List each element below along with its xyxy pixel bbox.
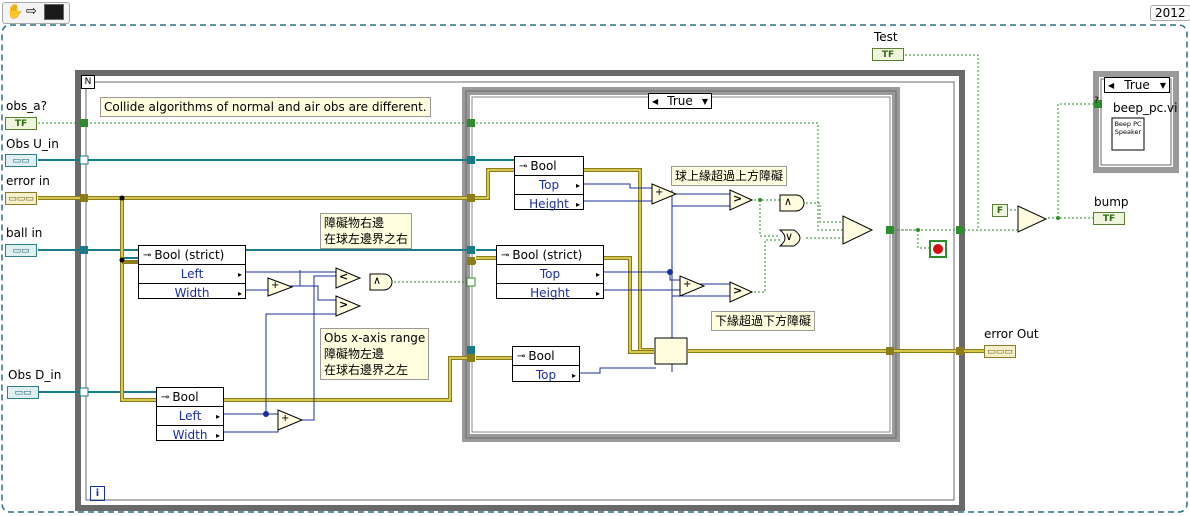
key-icon: ⊸ xyxy=(143,249,152,261)
highlight-icon[interactable] xyxy=(44,4,64,20)
and-node-2 xyxy=(779,194,805,212)
case-dropdown-icon[interactable]: ▼ xyxy=(701,96,708,106)
unbundle-obs-u[interactable]: ⊸Bool Top Height xyxy=(514,156,584,213)
add-glyph-2: + xyxy=(281,413,290,424)
beep-vi-label: beep_pc.vi xyxy=(1113,101,1178,115)
unbundle-obs-d-inner[interactable]: ⊸Bool Top xyxy=(512,346,580,382)
or-glyph: ∨ xyxy=(785,230,794,243)
key-icon: ⊸ xyxy=(517,350,526,362)
beep-case-selector[interactable]: ◀ True ▼ xyxy=(1104,77,1170,93)
outer-case-frame xyxy=(75,70,965,511)
arrow-icon[interactable]: ⇨ xyxy=(26,4,37,19)
select-node-1 xyxy=(842,215,874,245)
unbundle-width[interactable]: Width xyxy=(157,426,223,444)
unbundle-top[interactable]: Top xyxy=(515,176,583,195)
ball-in-label: ball in xyxy=(6,226,43,240)
comment-right-edge: 障礙物右邊 在球左邊界之右 xyxy=(320,213,413,249)
obs-u-label: Obs U_in xyxy=(6,137,59,151)
beep-case-frame xyxy=(1093,71,1179,173)
compare-nodes xyxy=(335,189,754,317)
inner-case-tunnels xyxy=(466,119,476,362)
false-constant[interactable]: F xyxy=(992,204,1008,217)
comment-right-edge-line2: 在球左邊界之右 xyxy=(324,232,409,246)
ball-in-terminal[interactable]: ▭▭ xyxy=(5,244,37,257)
bump-terminal[interactable]: TF xyxy=(1093,212,1125,225)
error-out-terminal[interactable]: ▭▭▭ xyxy=(984,345,1016,358)
unbundle-height[interactable]: Height xyxy=(515,195,583,213)
key-icon: ⊸ xyxy=(501,249,510,261)
comment-bottom-over: 下緣超過下方障礙 xyxy=(711,311,816,331)
obs-d-terminal[interactable]: ▭▭ xyxy=(7,386,39,399)
and-glyph-1: ∧ xyxy=(373,274,382,287)
add-glyph-3: + xyxy=(655,187,664,198)
info-icon[interactable]: i xyxy=(90,486,105,501)
key-icon: ⊸ xyxy=(519,160,528,172)
key-icon: ⊸ xyxy=(161,391,170,403)
outer-case-selector[interactable]: N xyxy=(81,75,95,89)
unbundle-obs-d[interactable]: ⊸Bool Left Width xyxy=(156,387,224,444)
less-glyph: < xyxy=(339,270,349,283)
unbundle-top[interactable]: Top xyxy=(497,265,603,284)
error-out-label: error Out xyxy=(984,327,1039,341)
beep-prev-case-icon[interactable]: ◀ xyxy=(1108,80,1115,90)
unbundle-height[interactable]: Height xyxy=(497,284,603,302)
test-label: Test xyxy=(874,30,898,44)
comment-x-axis-line2: 障礙物左邊 xyxy=(324,347,385,361)
comment-collide: Collide algorithms of normal and air obs… xyxy=(100,97,431,117)
add-glyph-4: + xyxy=(683,279,692,290)
unbundle-top[interactable]: Top xyxy=(513,366,579,384)
comment-x-axis: Obs x-axis range 障礙物左邊 在球右邊界之左 xyxy=(320,328,430,380)
comment-top-over: 球上緣超過上方障礙 xyxy=(671,166,788,186)
select-node-2 xyxy=(1017,205,1048,233)
obs-a-terminal[interactable]: TF xyxy=(5,117,37,130)
or-node xyxy=(778,229,801,247)
beep-pc-speaker-icon[interactable]: Beep PC Speaker xyxy=(1114,120,1142,136)
inner-case-selector[interactable]: ◀ True ▼ xyxy=(648,93,712,109)
comment-right-edge-line1: 障礙物右邊 xyxy=(324,216,385,230)
beep-case-terminal: ? xyxy=(1094,96,1099,106)
and-node-1 xyxy=(369,273,393,291)
error-in-label: error in xyxy=(6,174,50,188)
comment-x-axis-line1: Obs x-axis range xyxy=(324,331,426,345)
greater-glyph-1: > xyxy=(339,298,349,311)
unbundle-left[interactable]: Left xyxy=(139,265,245,284)
stop-icon xyxy=(933,244,943,254)
error-in-terminal[interactable]: ▭▭▭ xyxy=(5,192,37,205)
obs-d-label: Obs D_in xyxy=(8,368,62,382)
add-nodes xyxy=(267,183,706,431)
unbundle-width[interactable]: Width xyxy=(139,284,245,302)
merge-errors-node xyxy=(654,337,688,365)
unbundle-ball-strict[interactable]: ⊸Bool (strict) Left Width xyxy=(138,245,246,302)
add-glyph-1: + xyxy=(271,280,280,291)
prev-case-icon[interactable]: ◀ xyxy=(652,96,659,106)
beep-dropdown-icon[interactable]: ▼ xyxy=(1159,80,1166,90)
outer-case-tunnels xyxy=(79,119,964,397)
test-terminal[interactable]: TF xyxy=(872,48,904,61)
obs-u-terminal[interactable]: ▭▭ xyxy=(5,154,37,167)
bump-label: bump xyxy=(1094,195,1129,209)
greater-glyph-2: > xyxy=(733,192,743,205)
unbundle-left[interactable]: Left xyxy=(157,407,223,426)
obs-a-label: obs_a? xyxy=(6,99,47,113)
hand-icon[interactable]: ✋ xyxy=(6,4,24,20)
unbundle-ball-inner[interactable]: ⊸Bool (strict) Top Height xyxy=(496,245,604,302)
comment-x-axis-line3: 在球右邊界之左 xyxy=(324,363,409,377)
and-glyph-2: ∧ xyxy=(784,195,793,208)
greater-glyph-3: > xyxy=(733,284,743,297)
while-loop-border xyxy=(1,24,1188,513)
